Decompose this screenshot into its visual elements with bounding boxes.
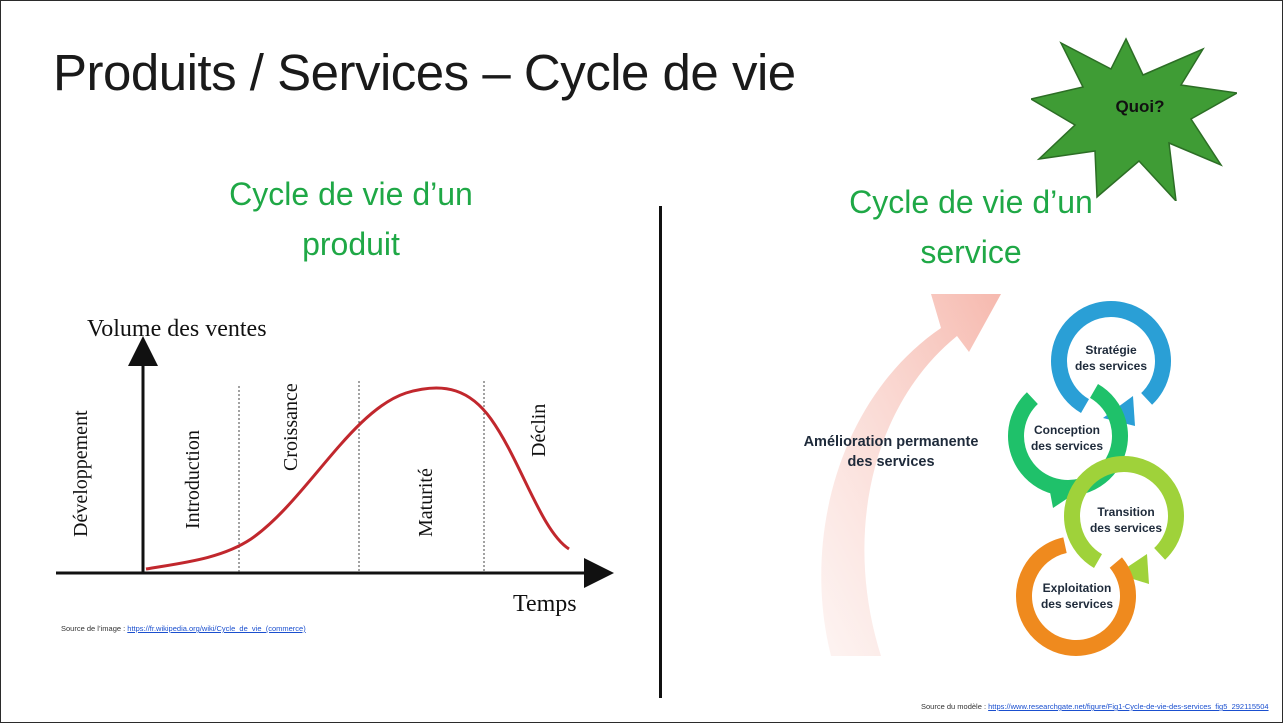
service-heading-line2: service <box>920 234 1022 270</box>
product-source-prefix: Source de l’image : <box>61 624 128 633</box>
product-source-link[interactable]: https://fr.wikipedia.org/wiki/Cycle_de_v… <box>127 624 306 633</box>
phase-label: Déclin <box>528 404 550 457</box>
service-life-cycle-diagram: Amélioration permanente des services Str… <box>804 294 1184 656</box>
x-axis-label: Temps <box>513 591 577 617</box>
strategy-ring <box>1050 301 1171 421</box>
stage-label-transition: Transition <box>1097 505 1154 519</box>
sales-curve <box>145 386 570 571</box>
product-life-cycle-chart: Volume des ventes Développement Introduc… <box>56 316 614 617</box>
stage-label-strategy: Stratégie <box>1085 343 1137 357</box>
slide-title: Produits / Services – Cycle de vie <box>53 44 796 101</box>
product-heading: Cycle de vie d’un produit <box>191 169 511 269</box>
stage-label-exploitation-sub: des services <box>1041 597 1113 611</box>
phase-label: Introduction <box>182 430 204 529</box>
y-axis-label: Volume des ventes <box>87 316 267 342</box>
badge-label: Quoi? <box>1115 97 1165 116</box>
improvement-label-line2: des services <box>847 454 934 470</box>
product-heading-line1: Cycle de vie d’un <box>229 176 473 212</box>
product-heading-line2: produit <box>302 226 400 262</box>
starburst-shape <box>1029 37 1240 204</box>
quoi-badge: Quoi? <box>1029 25 1240 204</box>
service-source-prefix: Source du modèle : <box>921 702 989 711</box>
stage-label-exploitation: Exploitation <box>1043 581 1112 595</box>
improvement-label-line1: Amélioration permanente <box>804 434 979 450</box>
stage-label-conception-sub: des services <box>1031 439 1103 453</box>
stage-label-transition-sub: des services <box>1090 521 1162 535</box>
transition-ring <box>1064 456 1184 576</box>
product-source-note: Source de l’image : https://fr.wikipedia… <box>61 624 306 633</box>
improvement-arrow <box>821 294 1001 656</box>
phase-label: Développement <box>70 410 92 537</box>
vertical-divider <box>659 206 662 698</box>
service-heading: Cycle de vie d’un service <box>801 177 1141 277</box>
service-heading-line1: Cycle de vie d’un <box>849 184 1093 220</box>
stage-label-strategy-sub: des services <box>1075 359 1147 373</box>
stage-label-conception: Conception <box>1034 423 1100 437</box>
service-source-link[interactable]: https://www.researchgate.net/figure/Fig1… <box>988 702 1269 711</box>
phase-label: Maturité <box>415 468 437 537</box>
service-source-note: Source du modèle : https://www.researchg… <box>921 702 1269 711</box>
conception-arrowhead <box>1047 476 1077 508</box>
exploitation-ring <box>1016 536 1136 656</box>
phase-label: Croissance <box>280 383 302 471</box>
